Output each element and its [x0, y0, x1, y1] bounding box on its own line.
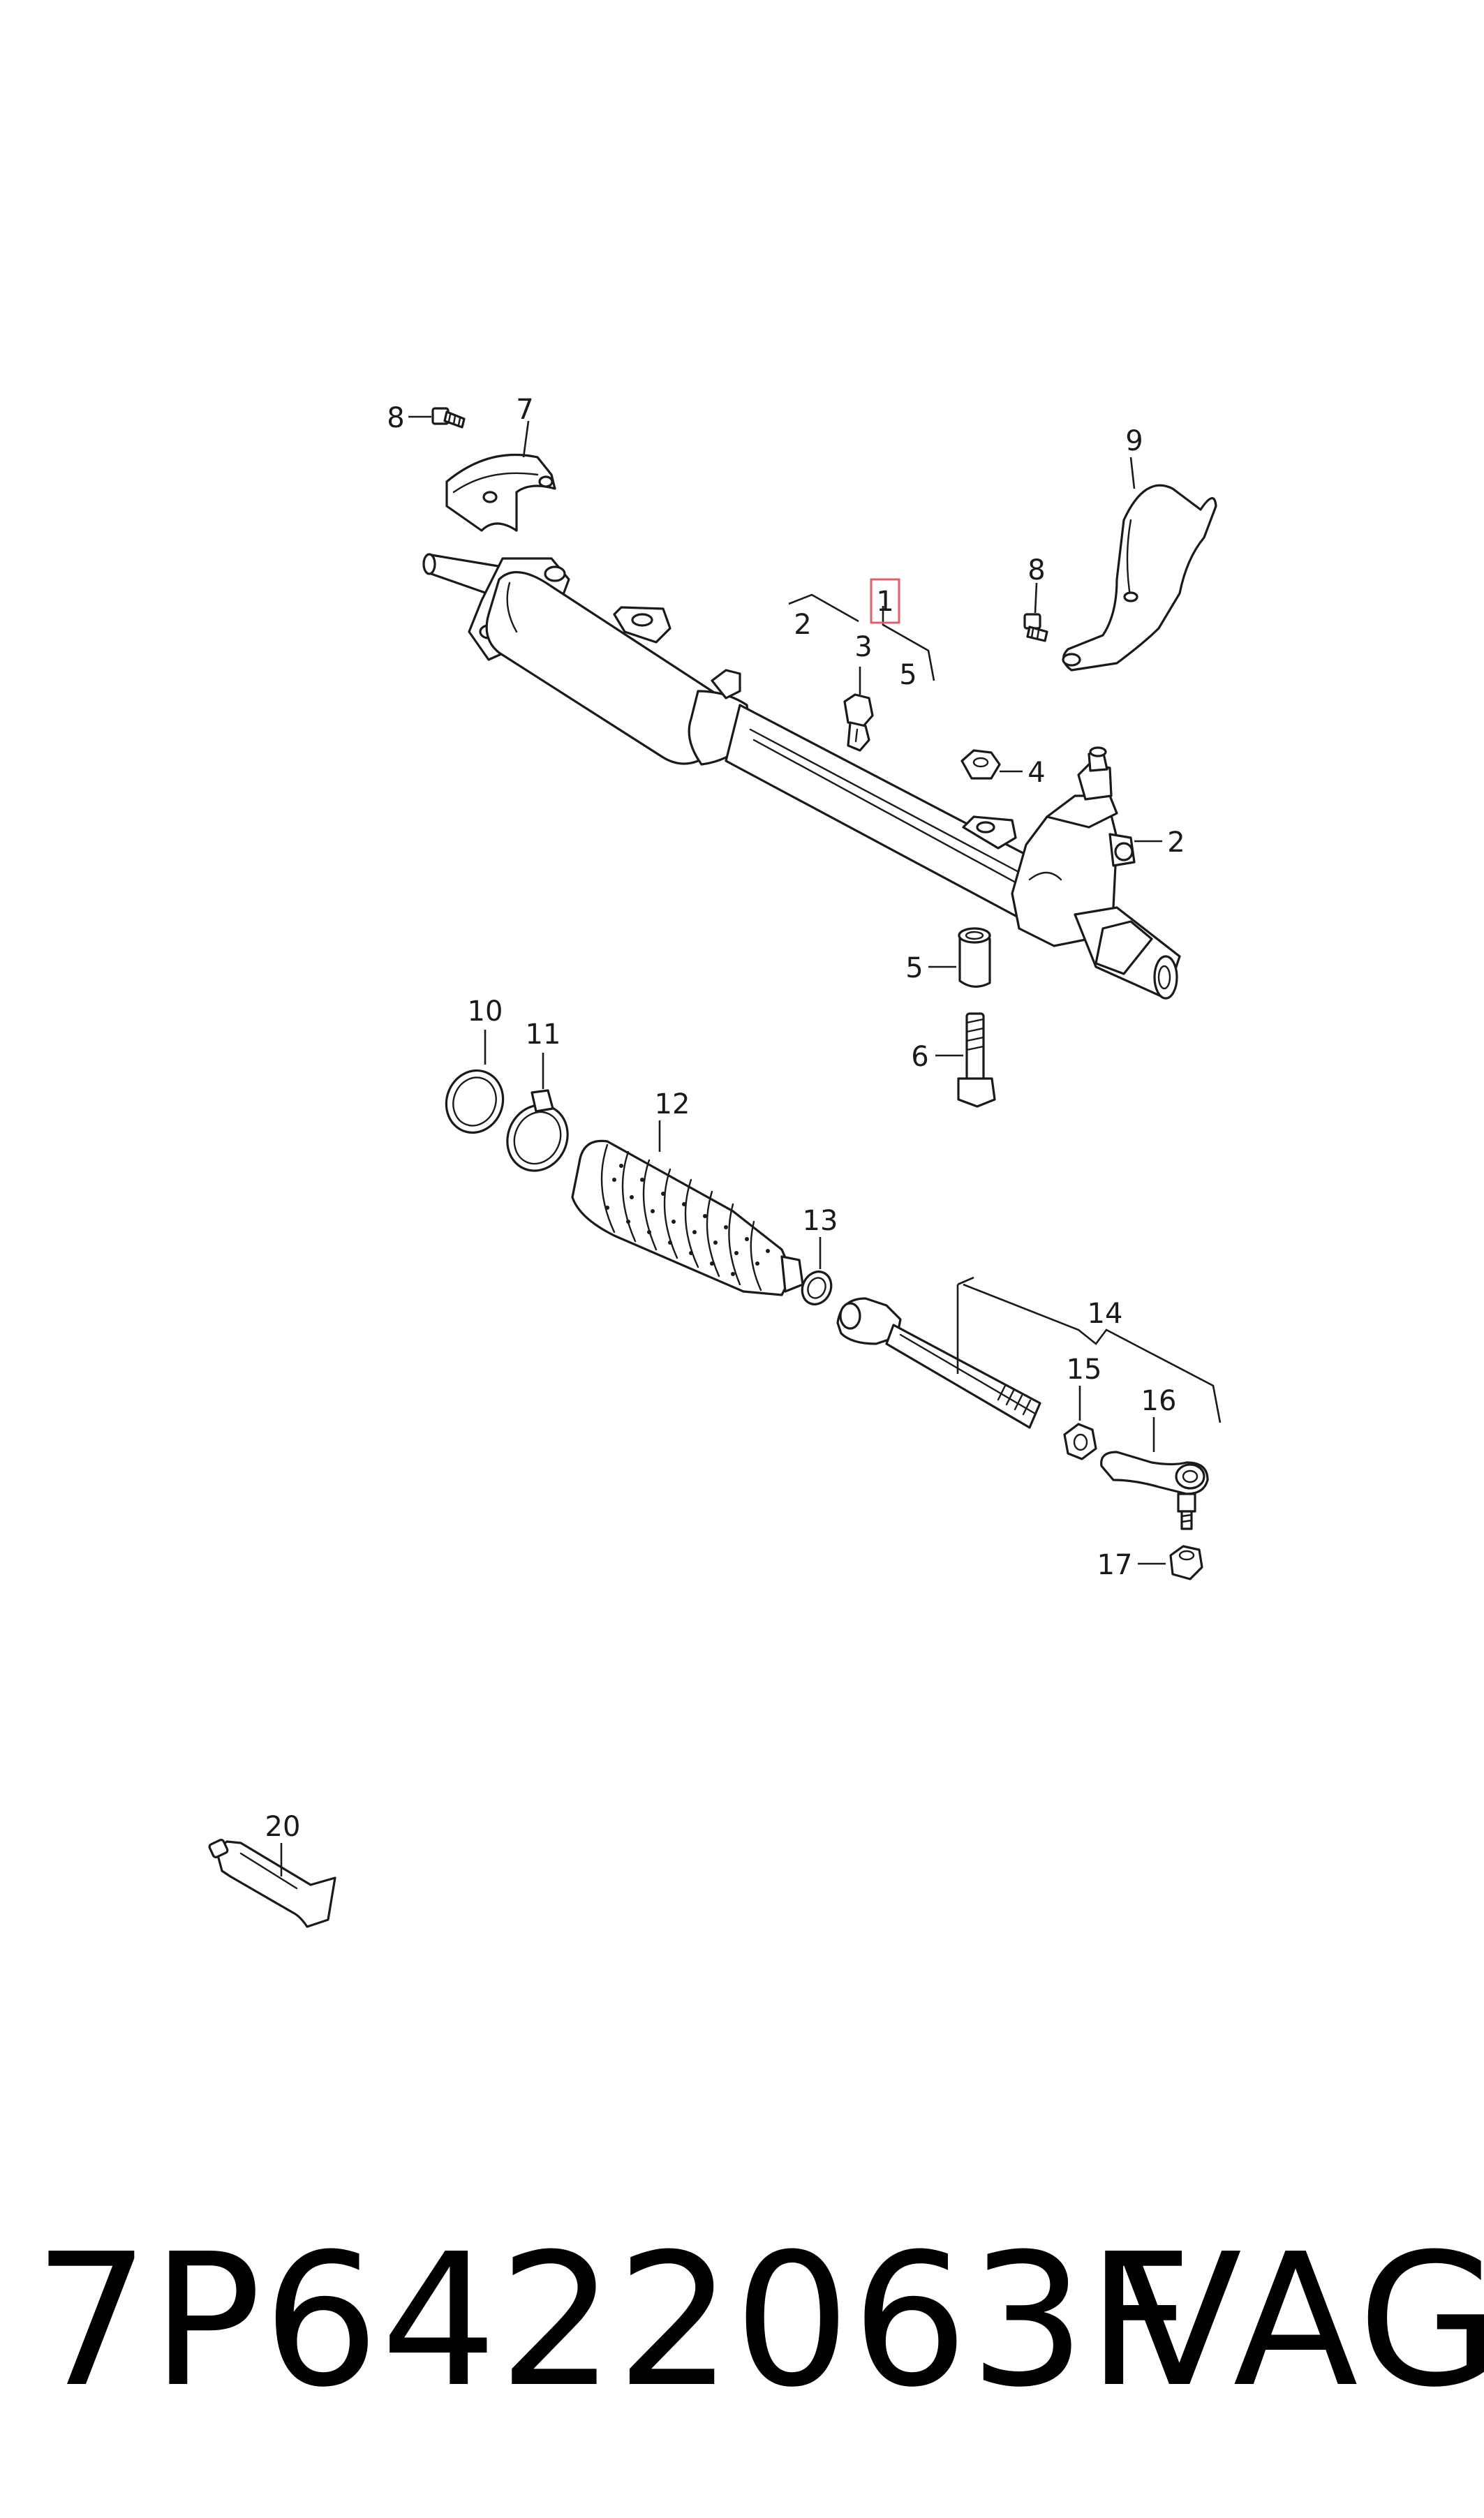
exploded-parts-diagram: 7 8 1 2 3 5 9 8 4 2 5 6 10 11 12 13 14 1…: [208, 394, 1222, 1928]
part-13-clip: [801, 1271, 833, 1305]
highlight-box-1: [870, 578, 900, 624]
callout-2-upper: 2: [794, 609, 811, 641]
part-17-nut: [1169, 1545, 1203, 1580]
part-7-clamp: [445, 453, 556, 532]
callout-3: 3: [854, 631, 872, 663]
callout-4: 4: [1027, 757, 1045, 789]
callout-11: 11: [526, 1019, 561, 1051]
part-14-tie-rod: [836, 1297, 1041, 1429]
callout-5-upper: 5: [899, 659, 917, 691]
callout-9: 9: [1125, 425, 1143, 457]
callout-5-lower: 5: [905, 952, 923, 984]
part-4-nut: [960, 749, 1001, 780]
part-15-nut: [1063, 1423, 1097, 1460]
part-9-heat-shield: [1062, 484, 1217, 672]
part-16-tie-rod-end: [1100, 1451, 1209, 1530]
part-11-clamp: [506, 1089, 569, 1172]
callout-12: 12: [655, 1088, 690, 1120]
part-1-steering-rack: [422, 553, 1181, 1000]
part-20-grease-tube: [208, 1839, 336, 1928]
callout-16: 16: [1141, 1385, 1177, 1417]
part-8-bolt-right: [1023, 613, 1048, 642]
part-5-bush: [958, 927, 991, 988]
callout-6: 6: [911, 1041, 928, 1073]
part-3-fitting: [843, 693, 874, 752]
callout-7: 7: [516, 394, 533, 426]
callout-20: 20: [265, 1811, 301, 1843]
callout-2-right: 2: [1167, 827, 1185, 859]
part-8-bolt-left: [431, 407, 466, 429]
callout-8-right: 8: [1027, 554, 1045, 586]
callout-10: 10: [468, 995, 503, 1028]
callout-13: 13: [803, 1205, 838, 1237]
brand-caption: VAG: [1117, 2214, 1484, 2427]
callout-8-left: 8: [387, 402, 404, 434]
part-10-o-ring: [445, 1069, 505, 1134]
bracket-1: [788, 578, 935, 681]
callout-14: 14: [1088, 1298, 1123, 1330]
callout-17: 17: [1097, 1549, 1133, 1581]
part-6-bolt: [957, 1012, 996, 1108]
callout-labels: 7 8 1 2 3 5 9 8 4 2 5 6 10 11 12 13 14 1…: [265, 394, 1185, 1843]
part-12-bellows-boot: [571, 1139, 804, 1296]
part-number-caption: 7P6422063F: [34, 2214, 1194, 2427]
callout-1[interactable]: 1: [876, 586, 893, 618]
callout-15: 15: [1067, 1354, 1102, 1386]
